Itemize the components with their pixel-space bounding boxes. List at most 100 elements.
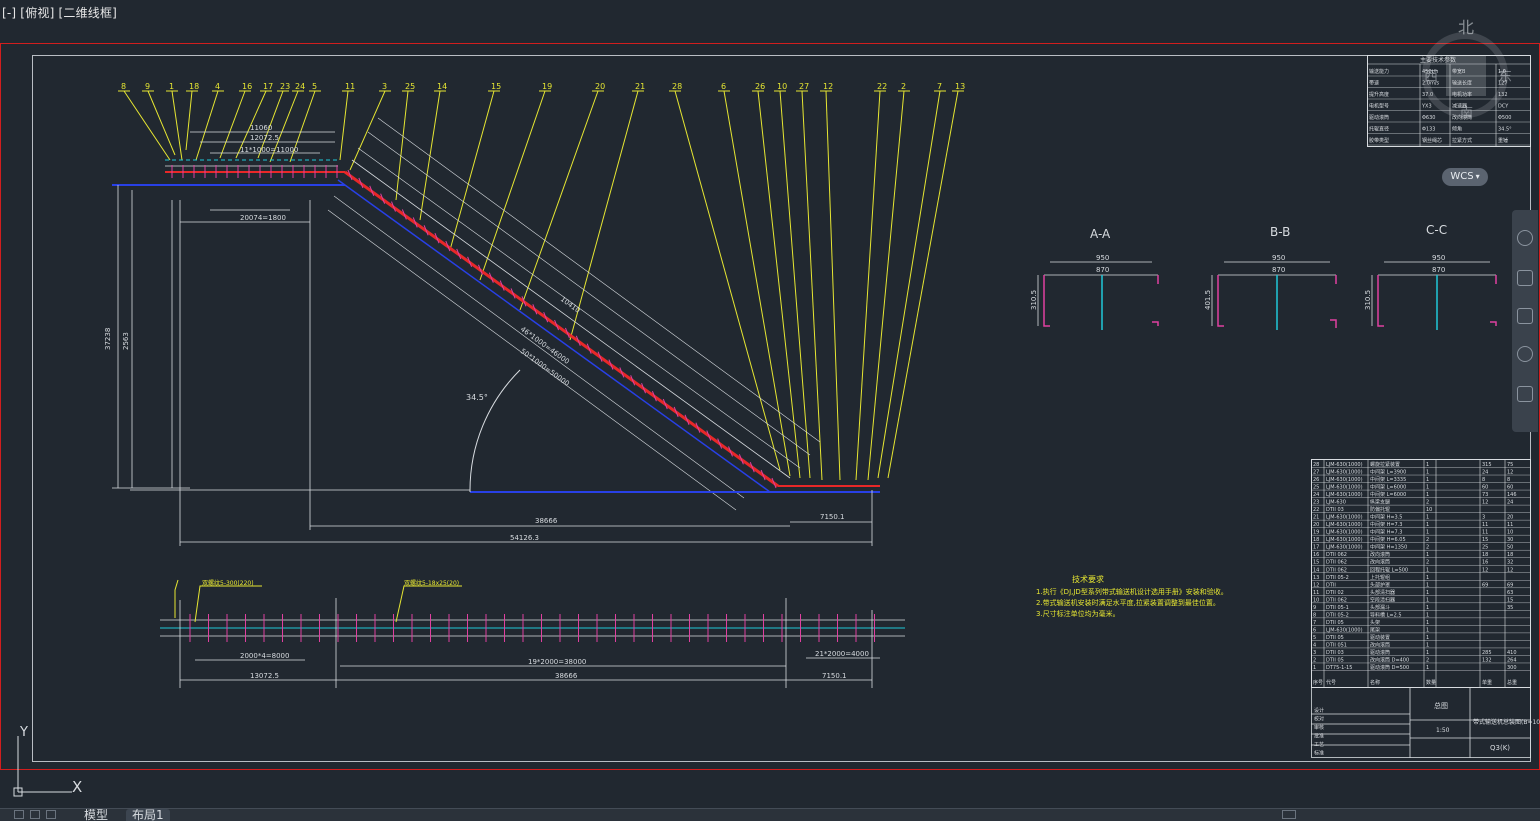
dim-incline-3: 10410 bbox=[559, 295, 582, 315]
parts-cell: 1 bbox=[1426, 582, 1429, 588]
param-cell: 拉紧方式 bbox=[1452, 137, 1472, 144]
parts-cell: 50 bbox=[1507, 545, 1513, 551]
plan-callout-1: 双螺纹5-300(220) bbox=[202, 579, 254, 587]
parts-cell: 410 bbox=[1507, 650, 1517, 656]
parts-cell: DTII 03 bbox=[1326, 507, 1344, 513]
parts-cell: 20 bbox=[1313, 522, 1319, 528]
parts-cell: 中间架 H=1350 bbox=[1370, 544, 1407, 551]
parts-cell: 73 bbox=[1482, 492, 1488, 498]
parts-cell: 8 bbox=[1507, 477, 1510, 483]
orbit-icon[interactable] bbox=[1517, 346, 1533, 362]
tab-model[interactable]: 模型 bbox=[84, 809, 109, 821]
balloon-number: 22 bbox=[877, 82, 887, 91]
navigation-bar[interactable] bbox=[1512, 210, 1538, 432]
balloon-number: 1 bbox=[169, 82, 174, 91]
parts-cell: 头架 bbox=[1370, 619, 1380, 626]
parts-cell: DTII 062 bbox=[1326, 552, 1347, 558]
tab-layout1[interactable]: 布局1 bbox=[126, 809, 170, 821]
viewport-label[interactable]: [-] [俯视] [二维线框] bbox=[2, 6, 118, 20]
parts-cell: 22 bbox=[1313, 507, 1319, 513]
parts-cell: 25 bbox=[1482, 545, 1488, 551]
parts-cell: 75 bbox=[1507, 462, 1513, 468]
viewcube[interactable]: 北 西 东 南 bbox=[1414, 14, 1518, 121]
section-label-bb: B-B bbox=[1270, 225, 1290, 239]
param-cell: 提升高度 bbox=[1369, 91, 1389, 98]
balloon-number: 8 bbox=[121, 82, 126, 91]
incline-angle-label: 34.5° bbox=[466, 393, 488, 402]
parts-cell: 17 bbox=[1313, 545, 1319, 551]
parts-header-cell: 数量 bbox=[1426, 679, 1436, 686]
idler-mark bbox=[391, 201, 396, 212]
parts-cell: DTII 062 bbox=[1326, 560, 1347, 566]
parts-cell: 25 bbox=[1313, 485, 1319, 491]
aa-height: 310.5 bbox=[1030, 290, 1038, 310]
parts-cell: 5 bbox=[1313, 635, 1316, 641]
parts-cell: 4 bbox=[1313, 642, 1316, 648]
plan-dim-13072: 13072.5 bbox=[250, 672, 279, 680]
idler-mark bbox=[543, 311, 549, 323]
plan-callout-2: 双螺纹5-18x25(20) bbox=[404, 579, 459, 587]
idler-mark bbox=[358, 177, 364, 189]
viewcube-ring[interactable] bbox=[1422, 32, 1508, 118]
parts-header-cell: 序号 bbox=[1313, 679, 1323, 686]
viewcube-east[interactable]: 东 bbox=[1498, 69, 1512, 85]
parts-cell: 驱动滚筒 D=500 bbox=[1370, 664, 1409, 671]
balloon-number: 4 bbox=[215, 82, 220, 91]
viewcube-west[interactable]: 西 bbox=[1424, 69, 1438, 85]
dim-7150: 7150.1 bbox=[820, 513, 845, 521]
plan-dim-21x2000: 21*2000=4000 bbox=[815, 650, 869, 658]
pan-icon[interactable] bbox=[1517, 270, 1533, 286]
parts-cell: 纵梁支腿 bbox=[1370, 499, 1390, 506]
idler-mark bbox=[412, 217, 418, 228]
ucs-x-label: X bbox=[72, 778, 82, 796]
parts-cell: DTII 05 bbox=[1326, 635, 1344, 641]
param-cell: 带速 bbox=[1369, 81, 1379, 87]
param-cell: Φ500 bbox=[1498, 115, 1511, 121]
prev-tab-icon[interactable] bbox=[30, 810, 40, 819]
title-role: 标准 bbox=[1314, 750, 1324, 757]
parts-cell: LJM-630(1000) bbox=[1326, 492, 1363, 498]
idler-mark bbox=[521, 296, 527, 307]
parts-cell: 头部漏斗 bbox=[1370, 604, 1390, 611]
idler-mark bbox=[445, 240, 451, 252]
showmotion-icon[interactable] bbox=[1517, 386, 1533, 402]
parts-cell: 1 bbox=[1426, 650, 1429, 656]
idler-mark bbox=[771, 477, 777, 489]
viewcube-south[interactable]: 南 bbox=[1460, 106, 1474, 121]
parts-cell: 螺旋拉紧装置 bbox=[1370, 461, 1400, 468]
parts-cell: 头部护罩 bbox=[1370, 581, 1390, 588]
idler-mark bbox=[499, 280, 505, 291]
viewcube-face[interactable] bbox=[1446, 56, 1486, 96]
parts-cell: 中间架 L=6000 bbox=[1370, 484, 1406, 491]
wcs-menu-button[interactable]: WCS▾ bbox=[1442, 168, 1488, 186]
parts-cell: DTII 05-1 bbox=[1326, 605, 1349, 611]
balloon-number: 24 bbox=[295, 82, 305, 91]
wcs-label: WCS bbox=[1450, 171, 1474, 182]
title-role: 审核 bbox=[1314, 724, 1324, 731]
parts-cell: 中间架 L=6000 bbox=[1370, 491, 1406, 498]
parts-cell: 63 bbox=[1507, 590, 1513, 596]
zoom-icon[interactable] bbox=[1517, 308, 1533, 324]
balloon-number: 18 bbox=[189, 82, 199, 91]
idler-mark bbox=[369, 185, 375, 196]
idler-mark bbox=[554, 319, 560, 331]
plan-view bbox=[160, 579, 905, 688]
quick-view-icon[interactable] bbox=[1282, 810, 1296, 819]
section-aa bbox=[1037, 261, 1159, 330]
next-tab-icon[interactable] bbox=[46, 810, 56, 819]
first-tab-icon[interactable] bbox=[14, 810, 24, 819]
parts-cell: 10 bbox=[1507, 530, 1513, 536]
parts-cell: 1 bbox=[1426, 605, 1429, 611]
parts-cell: 2 bbox=[1313, 657, 1316, 663]
balloon-number: 26 bbox=[755, 82, 765, 91]
parts-cell: LJM-630(1000) bbox=[1326, 537, 1363, 543]
parts-cell: 24 bbox=[1482, 470, 1488, 476]
chevron-down-icon: ▾ bbox=[1475, 172, 1480, 181]
dim-38666: 38666 bbox=[535, 517, 558, 525]
viewcube-north[interactable]: 北 bbox=[1458, 18, 1475, 37]
parts-cell: 32 bbox=[1507, 560, 1513, 566]
parts-cell: 1 bbox=[1426, 492, 1429, 498]
param-cell: 倾角 bbox=[1452, 126, 1462, 133]
steering-wheel-icon[interactable] bbox=[1517, 230, 1533, 246]
